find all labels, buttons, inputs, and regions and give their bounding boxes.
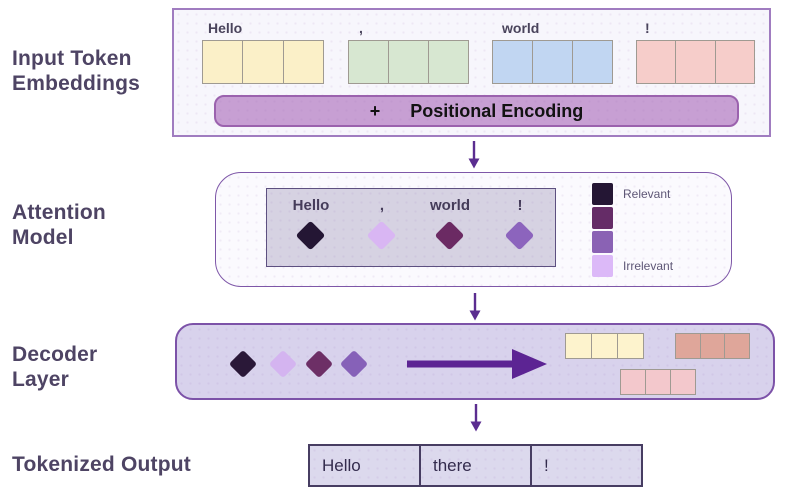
attention-diamond: [366, 220, 397, 251]
embedding-cell: [671, 370, 695, 394]
embedding-cell: [203, 41, 244, 83]
embedding-cell: [715, 41, 754, 83]
attention-diamond: [504, 220, 535, 251]
attention-model-label: Attention Model: [12, 201, 106, 249]
embedding-cell: [676, 334, 701, 358]
embedding-cell: [621, 370, 646, 394]
positional-encoding-text: Positional Encoding: [410, 100, 584, 121]
embedding-cell: [637, 41, 677, 83]
legend-swatch: [592, 207, 613, 229]
attention-token-label: ,: [379, 197, 385, 214]
legend-label-relevant: Relevant: [623, 187, 671, 201]
embedding-cell: [389, 41, 429, 83]
embedding-cell: [646, 370, 671, 394]
embedding-cell: [676, 41, 716, 83]
tokenized-output-label: Tokenized Output: [12, 453, 191, 476]
output-token-cell: Hello: [310, 446, 421, 485]
legend-swatch: [592, 231, 613, 253]
embedding-cell: [725, 334, 750, 358]
input-token-embedding: [348, 40, 469, 84]
legend-swatch-irrelevant: [592, 255, 613, 277]
tokenized-output-table: Hello there !: [308, 444, 643, 487]
down-arrow-icon: [469, 293, 481, 321]
down-arrow-icon: [468, 141, 480, 169]
input-token-label: !: [645, 20, 650, 36]
decoder-diamond: [268, 349, 298, 379]
embedding-cell: [283, 41, 323, 83]
output-token-cell: !: [544, 455, 549, 475]
legend-swatch-relevant: [592, 183, 613, 205]
embedding-cell: [243, 41, 284, 83]
attention-diamond: [295, 220, 326, 251]
attention-diamond: [434, 220, 465, 251]
attention-model-panel: Hello , world ! Relevant Irrelevant: [215, 172, 732, 287]
input-token-label: ,: [359, 20, 363, 36]
input-embeddings-panel: Hello , world ! + Positional Encoding: [172, 8, 771, 137]
decoder-layer-label: Decoder Layer: [12, 343, 98, 391]
embedding-cell: [592, 334, 618, 358]
embedding-cell: [429, 41, 468, 83]
embedding-cell: [700, 334, 726, 358]
decoder-output-token: [565, 333, 644, 359]
decoder-output-token: [675, 333, 750, 359]
embedding-cell: [533, 41, 573, 83]
decoder-layer-panel: [175, 323, 775, 400]
attention-token-label: Hello: [292, 197, 330, 214]
attention-token-label: world: [430, 197, 470, 214]
decoder-diamond: [339, 349, 369, 379]
down-arrow-icon: [470, 404, 482, 432]
input-token-label: world: [502, 20, 540, 36]
embedding-cell: [566, 334, 592, 358]
input-token-label: Hello: [208, 20, 243, 36]
embedding-cell: [349, 41, 389, 83]
embedding-cell: [573, 41, 612, 83]
plus-icon: +: [369, 100, 381, 121]
input-token-embedding: [492, 40, 613, 84]
right-arrow-icon: [407, 349, 547, 379]
input-token-embedding: [636, 40, 755, 84]
attention-token-label: !: [517, 197, 523, 214]
output-token-cell: there: [421, 446, 532, 485]
embedding-cell: [618, 334, 643, 358]
legend-label-irrelevant: Irrelevant: [623, 259, 674, 273]
input-token-embedding: [202, 40, 324, 84]
attention-inner-box: Hello , world !: [266, 188, 556, 267]
positional-encoding-bar: + Positional Encoding: [214, 95, 739, 127]
embedding-cell: [493, 41, 533, 83]
decoder-diamond: [228, 349, 258, 379]
input-embeddings-label: Input Token Embeddings: [12, 47, 141, 95]
decoder-output-token: [620, 369, 696, 395]
decoder-diamond: [304, 349, 334, 379]
